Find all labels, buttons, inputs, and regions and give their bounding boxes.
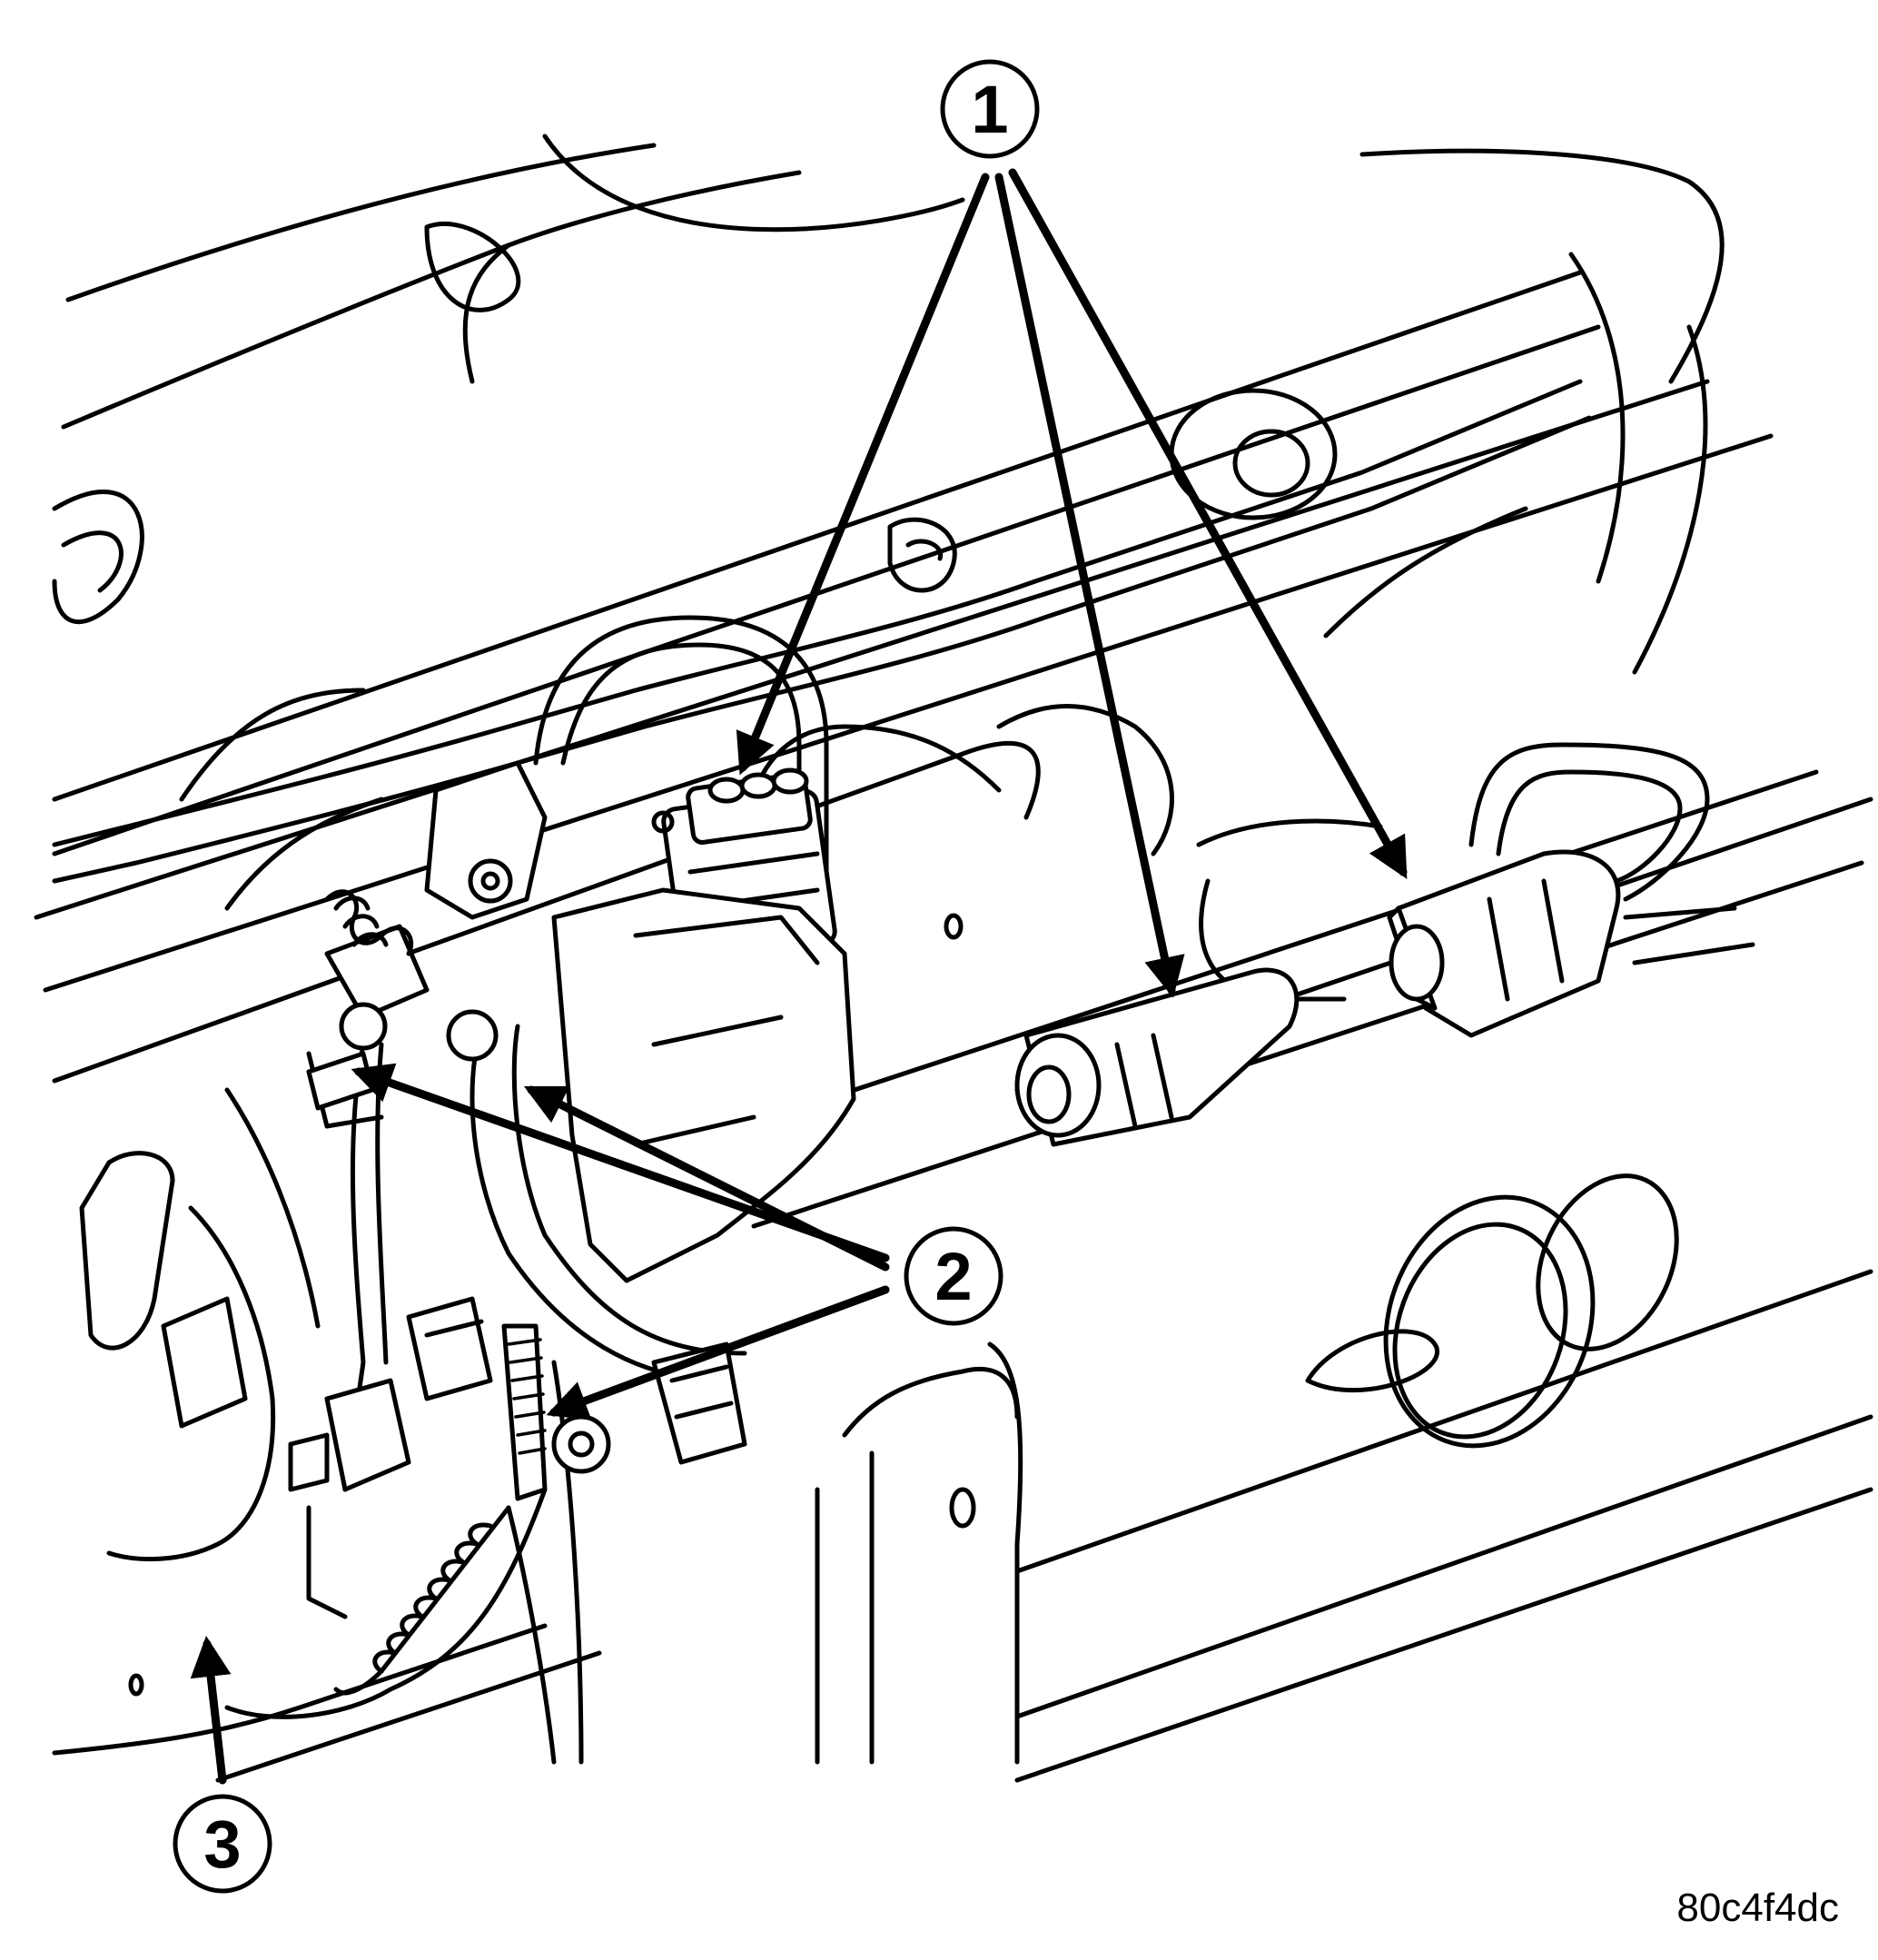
- door-inner-panel-outline: [34, 134, 1873, 1783]
- callout-2-number: 2: [934, 1239, 972, 1314]
- electrical-connector-right: [1387, 849, 1621, 1038]
- lock-rods-and-clips: [128, 810, 976, 1697]
- callout-3-number: 3: [203, 1807, 241, 1882]
- callout-1-leaders: [736, 168, 1408, 998]
- callout-2-leaders: [351, 1063, 890, 1421]
- electrical-connector-middle: [1014, 967, 1300, 1147]
- lock-actuator-body: [551, 887, 856, 1283]
- callout-1: 1: [940, 59, 1040, 159]
- callout-3-leader: [190, 1636, 232, 1785]
- callout-2: 2: [904, 1226, 1003, 1326]
- latch-mechanism: [79, 760, 548, 1562]
- callout-1-number: 1: [971, 72, 1008, 147]
- figure-id: 80c4f4dc: [1676, 1886, 1839, 1930]
- callout-3: 3: [173, 1794, 272, 1894]
